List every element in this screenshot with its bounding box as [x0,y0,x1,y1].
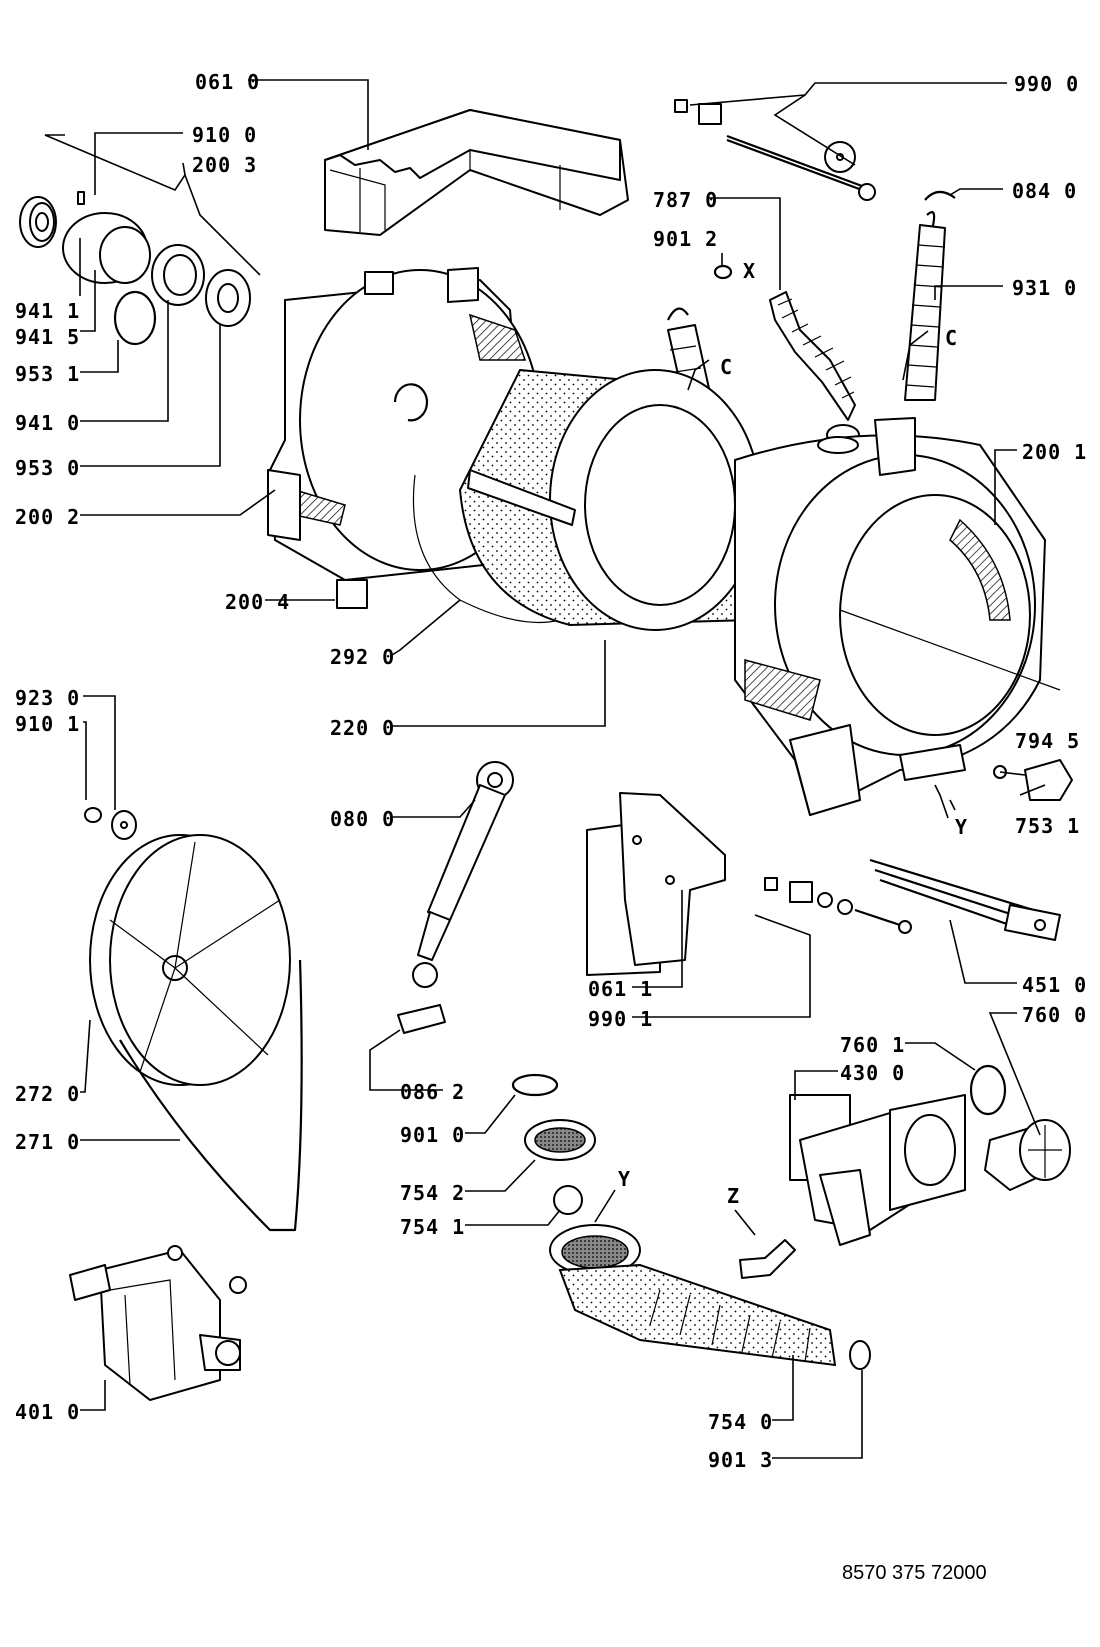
callout-061-0: 061 0 [195,70,260,94]
callout-990-1: 990 1 [588,1007,653,1031]
callout-931-0: 931 0 [1012,276,1077,300]
callout-953-0: 953 0 [15,456,80,480]
pressure-bellows-part [769,291,860,446]
clamp-small-part [713,264,733,280]
callout-292-0: 292 0 [330,645,395,669]
drum-pulley-part [89,834,291,1086]
callout-220-0: 220 0 [330,716,395,740]
mark-c-left: C [720,355,733,379]
drain-ball-part [553,1185,583,1215]
hose-ring-part [524,1119,596,1161]
callout-753-1: 753 1 [1015,814,1080,838]
mark-x: X [743,259,756,283]
counterweight-top-part [324,109,629,236]
callout-941-0: 941 0 [15,411,80,435]
callout-200-4: 200 4 [225,590,290,614]
letter-marks: X C C Y Y Z [618,259,968,1208]
motor-part [69,1245,247,1401]
callout-401-0: 401 0 [15,1400,80,1424]
clip-part [924,190,956,201]
tub-clip-part [336,579,368,609]
pulley-nut-washer-part [84,807,137,840]
callout-901-2: 901 2 [653,227,718,251]
callout-451-0: 451 0 [1022,973,1087,997]
callout-990-0: 990 0 [1014,72,1079,96]
callout-labels: 061 0 990 0 910 0 200 3 787 0 084 0 901 … [15,70,1087,1472]
pump-filter-part [969,1064,1071,1191]
heater-element-part [869,858,1061,941]
drain-pump-part [789,1094,966,1246]
counterweight-front-part [586,792,726,976]
callout-901-0: 901 0 [400,1123,465,1147]
shock-absorber-part [412,761,514,988]
callout-084-0: 084 0 [1012,179,1077,203]
callout-271-0: 271 0 [15,1130,80,1154]
callout-086-2: 086 2 [400,1080,465,1104]
mark-z-line [734,1209,756,1236]
mark-y-hose-line [594,1189,616,1223]
small-hose-part [739,1239,796,1279]
callout-200-3: 200 3 [192,153,257,177]
callout-953-1: 953 1 [15,362,80,386]
mark-y-hose: Y [618,1167,631,1191]
mark-y-tub: Y [955,815,968,839]
clamp-ring-part [511,1073,559,1097]
callout-760-1: 760 1 [840,1033,905,1057]
front-tub-half-part [734,417,1061,816]
callout-061-1: 061 1 [588,977,653,1001]
callout-754-1: 754 1 [400,1215,465,1239]
callout-910-0: 910 0 [192,123,257,147]
callout-794-5: 794 5 [1015,729,1080,753]
bearing-assembly-part [19,191,251,346]
callout-080-0: 080 0 [330,807,395,831]
temperature-sensor-part [993,759,1073,801]
drive-belt-part [119,959,303,1232]
mark-y-arrow [934,784,949,819]
callout-901-3: 901 3 [708,1448,773,1472]
callout-754-0: 754 0 [708,1410,773,1434]
callout-200-2: 200 2 [15,505,80,529]
absorber-bracket-part [397,1004,446,1034]
callout-754-2: 754 2 [400,1181,465,1205]
callout-760-0: 760 0 [1022,1003,1087,1027]
bolt-kit-middle-part [764,877,912,934]
mark-z: Z [727,1184,740,1208]
document-number: 8570 375 72000 [842,1562,987,1584]
leader-lines [44,79,1046,1459]
drain-hose-part [549,1224,871,1370]
mark-c-right: C [945,326,958,350]
callout-910-1: 910 1 [15,712,80,736]
callout-923-0: 923 0 [15,686,80,710]
callout-272-0: 272 0 [15,1082,80,1106]
callout-941-1: 941 1 [15,299,80,323]
callout-941-5: 941 5 [15,325,80,349]
callout-200-1: 200 1 [1022,440,1087,464]
callout-430-0: 430 0 [840,1061,905,1085]
callout-787-0: 787 0 [653,188,718,212]
tub-spring-right-part [904,211,946,401]
drum-part [458,368,761,631]
